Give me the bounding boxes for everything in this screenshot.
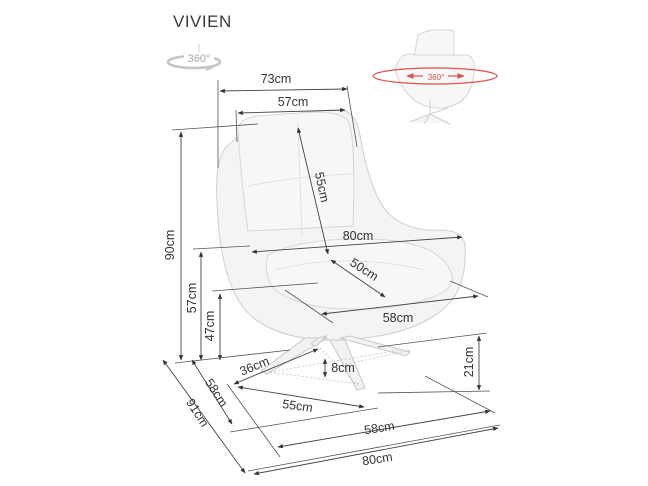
- thumbnail-rotation-label: 360°: [428, 73, 445, 82]
- dim-base-span: 55cm: [281, 397, 313, 415]
- rotation-360-icon: 360°: [166, 44, 222, 71]
- dim-seat-height: 47cm: [203, 311, 217, 342]
- dim-total-depth: 91cm: [183, 396, 211, 429]
- dim-base-width: 58cm: [363, 419, 395, 438]
- product-title: VIVIEN: [173, 12, 232, 31]
- dim-inner-back-width: 57cm: [278, 95, 309, 109]
- dim-armrest-height: 57cm: [185, 283, 199, 314]
- dim-overall-width: 80cm: [343, 229, 374, 243]
- dim-base-depth: 58cm: [202, 376, 230, 409]
- chair-illustration: [216, 109, 466, 391]
- rotation-badge-label: 360°: [188, 53, 211, 65]
- dim-footprint-width: 80cm: [361, 450, 393, 469]
- dim-leg-offset: 8cm: [331, 361, 355, 375]
- dim-base-height: 21cm: [462, 347, 476, 378]
- dim-seat-width: 58cm: [383, 311, 414, 325]
- dim-backrest-height: 55cm: [312, 171, 332, 204]
- dim-total-height: 90cm: [163, 230, 177, 261]
- dim-leg-length: 36cm: [238, 354, 272, 378]
- rotation-thumbnail: 360°: [372, 29, 498, 125]
- dim-outer-width-top: 73cm: [261, 72, 292, 86]
